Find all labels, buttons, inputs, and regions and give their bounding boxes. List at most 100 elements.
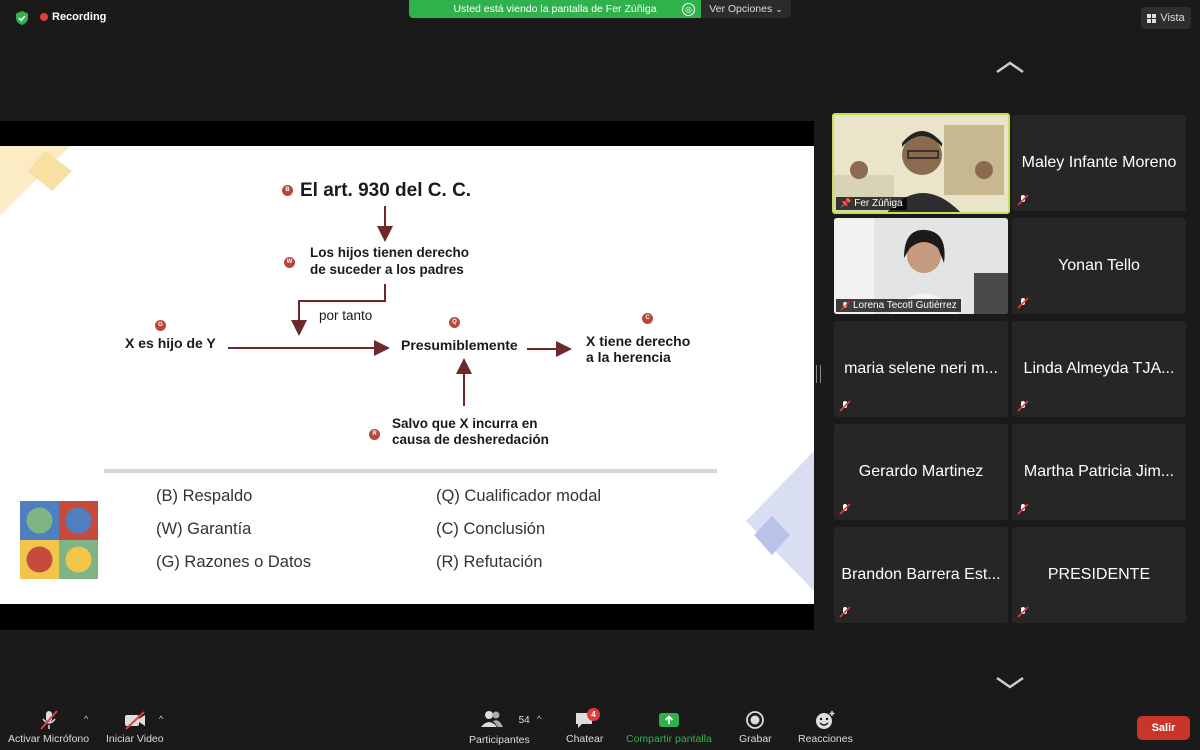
participant-name: Maley Infante Moreno [1021,154,1177,171]
participant-name: Fer Zúñiga [854,198,903,209]
recording-dot-icon [40,13,48,21]
muted-mic-icon [839,606,851,618]
legend-item-q: (Q) Cualificador modal [436,487,602,505]
participants-options-caret-icon[interactable]: ^ [537,714,542,724]
participant-name: Yonan Tello [1058,257,1140,274]
participant-tile[interactable]: PRESIDENTE [1012,527,1186,623]
muted-mic-icon [839,400,851,412]
share-screen-label: Compartir pantalla [626,733,712,745]
legend-item-r: (R) Refutación [436,553,543,571]
participant-name: Lorena Tecotl Gutiérrez [853,300,957,311]
badge-b: B [282,185,293,196]
corner-decoration-bottom-right [746,451,814,591]
legend-item-b: (B) Respaldo [156,487,253,505]
warrant-line-1: Los hijos tienen derecho [310,245,470,260]
screen-share-banner-text: Usted está viendo la pantalla de Fer Zúñ… [453,3,657,15]
muted-mic-icon [1017,297,1029,309]
participant-tile[interactable]: Martha Patricia Jim... [1012,424,1186,520]
participant-tile[interactable]: Brandon Barrera Est... [834,527,1008,623]
unmute-button[interactable]: Activar Micrófono [8,710,89,745]
por-tanto-label: por tanto [319,308,373,323]
muted-mic-icon [39,710,58,730]
badge-q: Q [449,317,460,328]
legend-item-g: (G) Razones o Datos [156,553,311,571]
participant-tile-video[interactable]: Lorena Tecotl Gutiérrez [834,218,1008,314]
participant-tile[interactable]: Yonan Tello [1012,218,1186,314]
rebuttal-line-2: causa de desheredación [392,432,549,447]
meeting-toolbar: Activar Micrófono ^ Iniciar Video ^ 54 P… [0,706,1200,750]
badge-c: C [642,313,653,324]
rebuttal-node: Salvo que X incurra en causa de deshered… [392,416,549,448]
pin-icon: 📌 [840,198,852,208]
legend-item-w: (W) Garantía [156,520,252,538]
reactions-icon [816,711,835,729]
participant-name: Gerardo Martinez [858,463,984,480]
claim-line-1: X tiene derecho [586,333,691,349]
view-label: Vista [1160,12,1185,24]
participant-name: Martha Patricia Jim... [1023,463,1175,480]
video-options-caret-icon[interactable]: ^ [159,714,164,724]
record-label: Grabar [739,733,772,745]
chevron-up-icon[interactable] [995,60,1025,74]
muted-mic-icon [1017,503,1029,515]
muted-mic-icon [839,503,851,515]
muted-mic-icon [1017,194,1029,206]
info-icon[interactable]: ◎ [682,3,695,16]
record-icon [746,711,765,729]
participants-button[interactable]: 54 Participantes [469,710,530,746]
participant-tile[interactable]: Linda Almeyda TJA... [1012,321,1186,417]
legend-item-c: (C) Conclusión [436,520,546,538]
participants-count: 54 [518,715,530,726]
warrant-line-2: de suceder a los padres [310,262,464,277]
participant-tile[interactable]: Gerardo Martinez [834,424,1008,520]
muted-mic-icon [840,300,850,311]
badge-r: R [369,429,380,440]
grounds-node: X es hijo de Y [125,335,216,351]
view-button[interactable]: Vista [1141,7,1191,29]
panel-resize-handle[interactable] [816,365,821,383]
chevron-down-icon[interactable] [995,676,1025,690]
record-button[interactable]: Grabar [739,710,772,745]
claim-node: X tiene derecho a la herencia [586,333,690,365]
leave-meeting-button[interactable]: Salir [1137,716,1190,740]
participant-tile[interactable]: maria selene neri m... [834,321,1008,417]
view-options-label: Ver Opciones [709,3,773,15]
rebuttal-line-1: Salvo que X incurra en [392,416,538,431]
corner-decoration-top-left [0,146,72,216]
share-screen-button[interactable]: Compartir pantalla [626,710,712,745]
shared-slide: B El art. 930 del C. C. W Los hijos tien… [0,146,814,604]
security-shield-icon[interactable] [14,10,30,26]
participant-name-tag: 📌 Fer Zúñiga [836,197,907,210]
recording-indicator[interactable]: Recording [40,11,106,23]
badge-g: G [155,320,166,331]
participant-name: maria selene neri m... [844,360,998,377]
participant-name-tag: Lorena Tecotl Gutiérrez [836,299,961,312]
muted-mic-icon [1017,606,1029,618]
chat-label: Chatear [566,733,604,745]
chevron-down-icon: ⌄ [775,3,783,14]
view-options-button[interactable]: Ver Opciones ⌄ [701,0,791,18]
qualifier-node: Presumiblemente [401,337,518,353]
video-off-icon [124,711,145,730]
start-video-button[interactable]: Iniciar Video [106,710,164,745]
muted-mic-icon [1017,400,1029,412]
participant-video [834,218,1008,314]
participant-tile[interactable]: Maley Infante Moreno [1012,115,1186,211]
badge-w: W [284,257,295,268]
reactions-label: Reacciones [798,733,853,745]
participant-name: Brandon Barrera Est... [841,566,1001,583]
screen-share-banner: Usted está viendo la pantalla de Fer Zúñ… [409,0,701,18]
audio-options-caret-icon[interactable]: ^ [84,714,89,724]
participant-name: Linda Almeyda TJA... [1023,360,1175,377]
argument-arrows [104,206,717,473]
reactions-button[interactable]: Reacciones [798,710,853,745]
start-video-label: Iniciar Video [106,733,164,745]
colored-circles-logo [20,501,98,579]
unmute-label: Activar Micrófono [8,733,90,745]
recording-label: Recording [52,11,107,23]
backing-node: El art. 930 del C. C. [300,180,472,201]
claim-line-2: a la herencia [586,349,671,365]
chat-unread-badge: 4 [587,708,600,721]
participant-name: PRESIDENTE [1047,566,1151,583]
participant-tile-active-speaker[interactable]: 📌 Fer Zúñiga [832,113,1010,214]
